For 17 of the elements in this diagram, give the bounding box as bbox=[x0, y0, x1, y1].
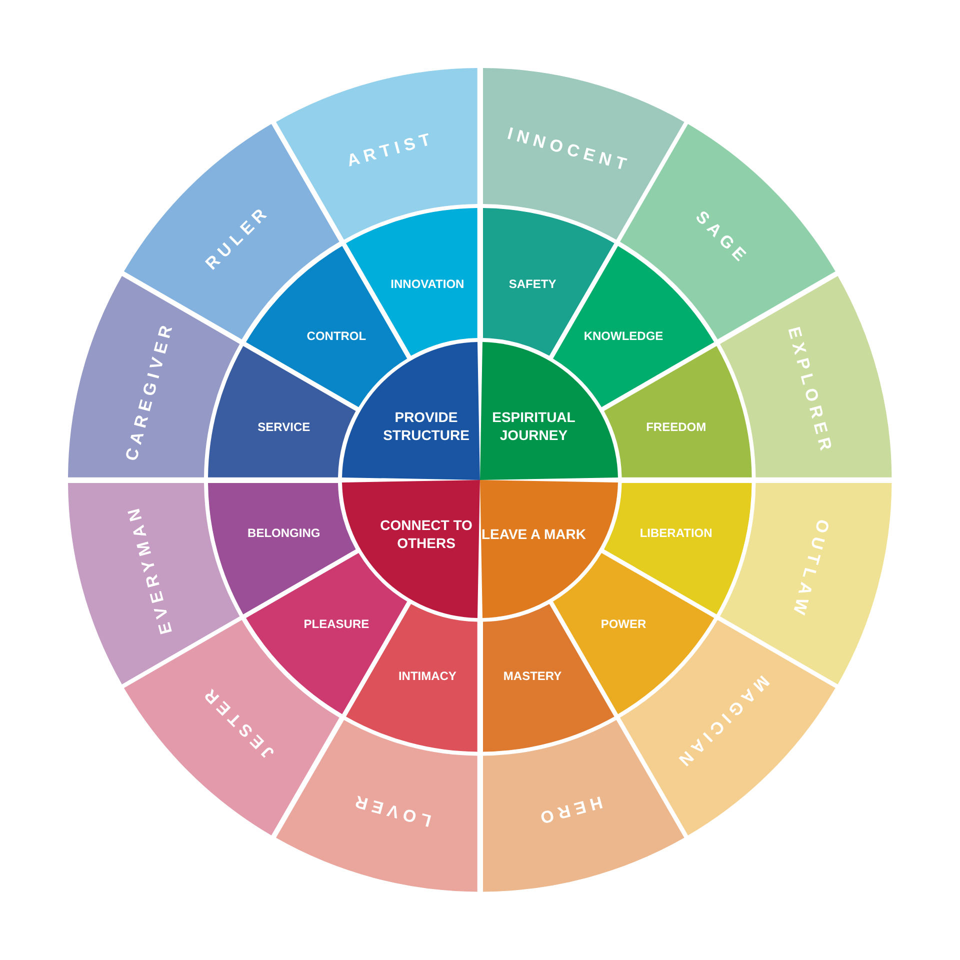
segment-label: FREEDOM bbox=[646, 420, 706, 434]
segment-label: SERVICE bbox=[258, 420, 310, 434]
archetype-label: HERO bbox=[533, 792, 604, 829]
quadrant-label: CONNECT TO OTHERS bbox=[379, 516, 474, 552]
segment-label: LIBERATION bbox=[640, 526, 712, 540]
segment-label: CONTROL bbox=[306, 329, 366, 344]
segment-label: INNOVATION bbox=[390, 276, 464, 291]
quadrant-label: PROVIDE STRUCTURE bbox=[382, 408, 470, 444]
segment-label: POWER bbox=[600, 616, 646, 631]
segment-label: KNOWLEDGE bbox=[584, 329, 664, 344]
segment-label: MASTERY bbox=[503, 669, 562, 684]
segment-label: BELONGING bbox=[248, 526, 320, 540]
segment-label: INTIMACY bbox=[398, 669, 456, 684]
segment-label: SAFETY bbox=[508, 276, 556, 291]
quadrant-label: ESPIRITUAL JOURNEY bbox=[491, 408, 576, 444]
quadrant-label: LEAVE A MARK bbox=[480, 524, 587, 543]
segment-label: PLEASURE bbox=[304, 616, 370, 631]
